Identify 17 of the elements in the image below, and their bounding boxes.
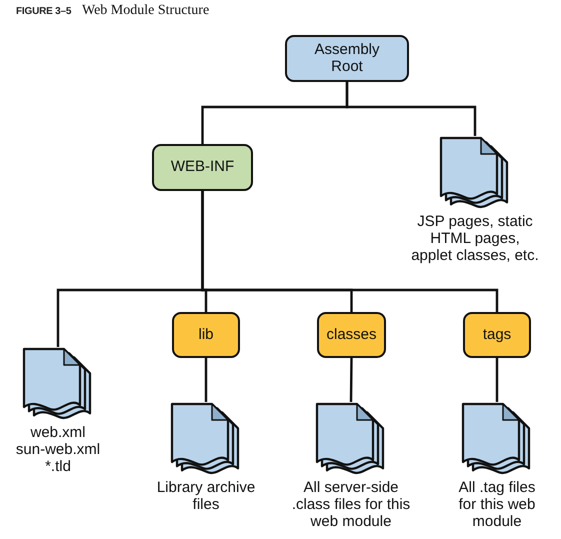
directory-box: Assembly Root [285, 35, 409, 82]
connector-line [496, 358, 498, 402]
connector-line [204, 358, 208, 402]
directory-box: WEB-INF [152, 144, 253, 191]
diagram-title: Web Module Structure [82, 3, 210, 19]
connector-line [350, 358, 353, 402]
file-caption: JSP pages, static HTML pages, applet classes, etc. [410, 214, 540, 264]
folder-box: lib [172, 312, 240, 358]
file-caption: web.xml sun-web.xml *.tld [15, 425, 101, 476]
connector-line [201, 191, 498, 312]
file-caption: Library archive files [156, 480, 256, 514]
file-caption: All server-side .class files for this web module [290, 480, 412, 530]
folder-box: tags [463, 312, 531, 358]
folder-box: classes [317, 312, 386, 358]
figure-number: FIGURE 3–5 [16, 6, 72, 17]
file-caption: All .tag files for this web module [458, 480, 536, 530]
connector-line [346, 82, 476, 136]
